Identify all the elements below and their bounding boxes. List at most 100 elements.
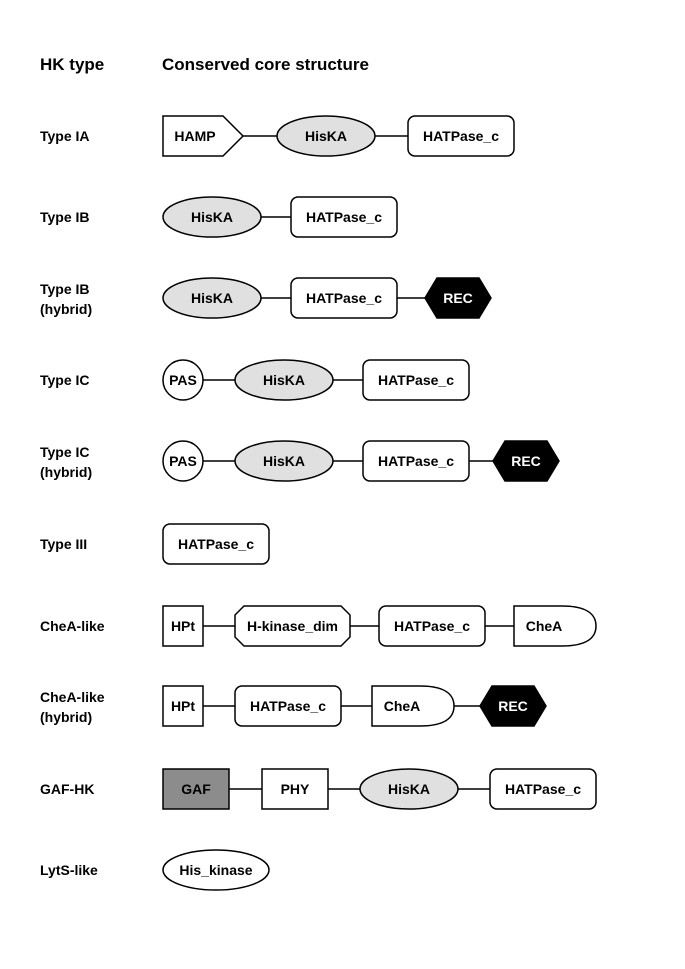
domain-h-kinase-dim-shape (234, 605, 351, 647)
domain-hatpase-c-shape (407, 115, 515, 157)
domain-hatpase-c-label: HATPase_c (423, 128, 499, 144)
row-chea-like: CheA-like HPt H-kinase_dim HATPase_c CheA (40, 605, 597, 647)
domain-hpt-label: HPt (171, 698, 195, 714)
row-type-ia-label: Type IA (40, 128, 90, 144)
header-core-structure: Conserved core structure (162, 55, 369, 74)
domain-hatpase-c-shape (290, 196, 398, 238)
domain-phy: PHY (261, 768, 329, 810)
domain-hatpase-c-label: HATPase_c (250, 698, 326, 714)
row-label-line: Type IC (40, 444, 90, 460)
domain-hpt-label: HPt (171, 618, 195, 634)
row-label-line: (hybrid) (40, 301, 92, 317)
domain-hatpase-c: HATPase_c (362, 440, 470, 482)
domain-hpt: HPt (162, 685, 204, 727)
domain-hiska-label: HisKA (191, 290, 233, 306)
domain-hatpase-c-label: HATPase_c (306, 290, 382, 306)
domain-hiska: HisKA (276, 115, 376, 157)
domain-chea: CheA (513, 605, 597, 647)
domain-pas: PAS (162, 359, 204, 401)
row-label-line: CheA-like (40, 689, 105, 705)
domain-hiska: HisKA (162, 196, 262, 238)
domain-his-kinase-label: His_kinase (179, 862, 252, 878)
domain-chea-label: CheA (384, 698, 421, 714)
row-chea-like-hybrid: CheA-like (hybrid) HPt HATPase_c CheA REC (40, 685, 547, 727)
row-type-iii-label: Type III (40, 536, 87, 552)
domain-hiska-shape (162, 277, 262, 319)
domain-phy-shape (261, 768, 329, 810)
row-chea-like-label: CheA-like (40, 618, 105, 634)
row-type-ib-hybrid-label: Type IB (hybrid) (40, 281, 92, 317)
row-type-ic-label: Type IC (40, 372, 90, 388)
domain-rec-shape (492, 440, 560, 482)
domain-hatpase-c: HATPase_c (362, 359, 470, 401)
domain-chea-shape (513, 605, 597, 647)
domain-hatpase-c-label: HATPase_c (394, 618, 470, 634)
domain-hatpase-c-shape (162, 523, 270, 565)
domain-hiska-label: HisKA (191, 209, 233, 225)
domain-hatpase-c-label: HATPase_c (505, 781, 581, 797)
row-label-line: Type IC (40, 372, 90, 388)
domain-his-kinase-shape (162, 849, 270, 891)
domain-h-kinase-dim: H-kinase_dim (234, 605, 351, 647)
domain-hamp-shape (162, 115, 245, 157)
domain-his-kinase: His_kinase (162, 849, 270, 891)
row-gaf-hk-label: GAF-HK (40, 781, 94, 797)
row-type-ib-hybrid: Type IB (hybrid) HisKA HATPase_c REC (40, 277, 492, 319)
domain-rec-label: REC (443, 290, 473, 306)
domain-pas: PAS (162, 440, 204, 482)
domain-rec-label: REC (511, 453, 541, 469)
domain-hiska-shape (234, 440, 334, 482)
row-type-ib: Type IB HisKA HATPase_c (40, 196, 398, 238)
domain-hatpase-c-shape (489, 768, 597, 810)
domain-hpt-shape (162, 605, 204, 647)
domain-hatpase-c: HATPase_c (378, 605, 486, 647)
row-label-line: LytS-like (40, 862, 98, 878)
domain-hatpase-c-shape (290, 277, 398, 319)
row-label-line: GAF-HK (40, 781, 94, 797)
domain-chea: CheA (371, 685, 455, 727)
domain-hiska: HisKA (359, 768, 459, 810)
row-label-line: (hybrid) (40, 709, 92, 725)
domain-hiska: HisKA (234, 440, 334, 482)
row-type-iii: Type III HATPase_c (40, 523, 270, 565)
domain-hiska: HisKA (162, 277, 262, 319)
header-hk-type: HK type (40, 55, 104, 74)
row-label-line: Type IB (40, 281, 90, 297)
domain-hatpase-c-shape (362, 440, 470, 482)
row-type-ic: Type IC PAS HisKA HATPase_c (40, 359, 470, 401)
row-label-line: CheA-like (40, 618, 105, 634)
domain-hiska-label: HisKA (388, 781, 430, 797)
domain-pas-label: PAS (169, 453, 197, 469)
domain-hatpase-c-shape (234, 685, 342, 727)
domain-rec: REC (479, 685, 547, 727)
domain-hatpase-c-shape (378, 605, 486, 647)
domain-pas-shape (162, 359, 204, 401)
domain-hatpase-c-label: HATPase_c (178, 536, 254, 552)
domain-gaf: GAF (162, 768, 230, 810)
domain-pas-shape (162, 440, 204, 482)
domain-hatpase-c: HATPase_c (407, 115, 515, 157)
domain-hiska-label: HisKA (263, 372, 305, 388)
domain-hatpase-c-label: HATPase_c (378, 453, 454, 469)
domain-hatpase-c-label: HATPase_c (306, 209, 382, 225)
domain-rec-label: REC (498, 698, 528, 714)
row-type-ia: Type IA HAMP HisKA HATPase_c (40, 115, 515, 157)
domain-hamp: HAMP (162, 115, 245, 157)
row-chea-like-hybrid-label: CheA-like (hybrid) (40, 689, 105, 725)
domain-rec-shape (424, 277, 492, 319)
domain-hatpase-c-label: HATPase_c (378, 372, 454, 388)
domain-hamp-label: HAMP (174, 128, 215, 144)
row-gaf-hk: GAF-HK GAF PHY HisKA HATPase_c (40, 768, 597, 810)
domain-gaf-shape (162, 768, 230, 810)
domain-hatpase-c: HATPase_c (234, 685, 342, 727)
row-type-ib-label: Type IB (40, 209, 90, 225)
domain-hatpase-c: HATPase_c (162, 523, 270, 565)
domain-hiska-label: HisKA (305, 128, 347, 144)
domain-rec-shape (479, 685, 547, 727)
row-type-ic-hybrid: Type IC(hybrid) PAS HisKA HATPase_c REC (40, 440, 560, 482)
row-type-ic-hybrid-label: Type IC(hybrid) (40, 444, 92, 480)
domain-hiska-shape (276, 115, 376, 157)
row-lyts-like-label: LytS-like (40, 862, 98, 878)
